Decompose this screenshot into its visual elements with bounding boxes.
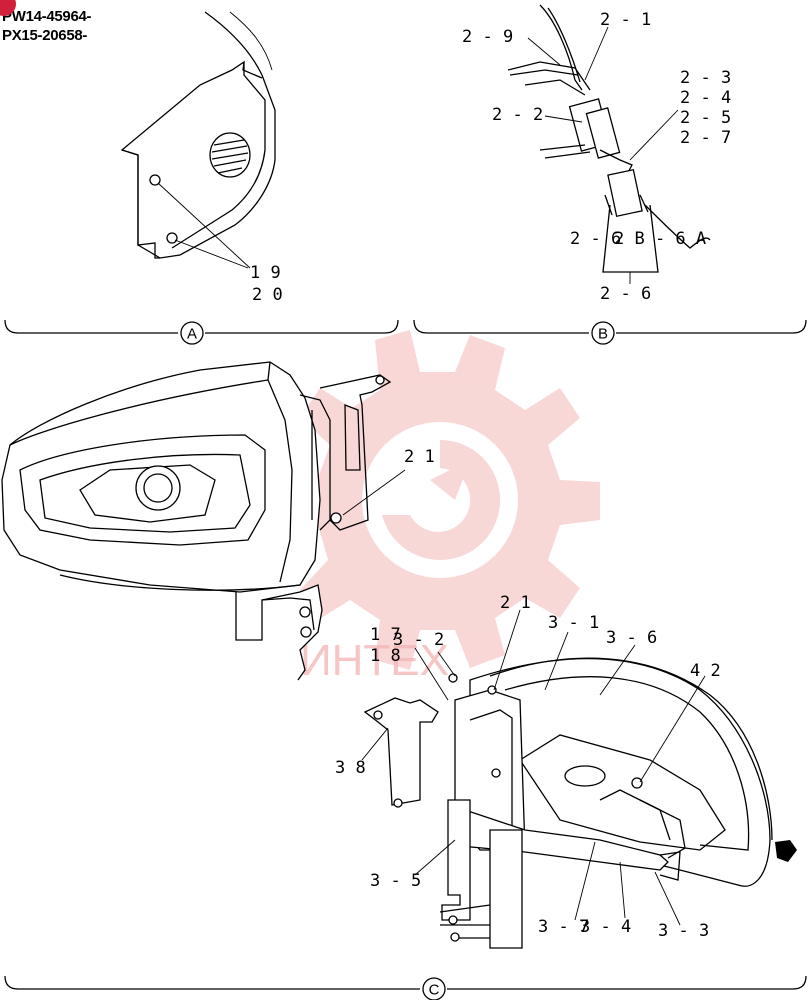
label-3-6: 3 - 6	[606, 628, 657, 648]
bolt-icon	[166, 232, 178, 244]
section-c-bracket	[4, 975, 807, 990]
vent-grille-icon	[209, 132, 251, 178]
bolt-icon	[330, 512, 342, 524]
bolt-icon	[299, 606, 311, 618]
direction-arrow-icon	[775, 840, 797, 862]
watermark-gear-icon	[280, 330, 600, 670]
label-2-6-left: 2 - 6	[570, 229, 621, 249]
label-2-2: 2 - 2	[492, 105, 543, 125]
watermark-text: ИНТЕХ	[300, 636, 449, 685]
bolt-icon	[300, 626, 312, 638]
label-3-2: 3 - 2	[393, 630, 444, 650]
mirror-assembly-rear	[1, 361, 406, 681]
label-38: 3 8	[335, 758, 366, 778]
serial-range-2: PX15-20658-	[2, 27, 88, 44]
label-3-3: 3 - 3	[658, 921, 709, 941]
mirror-motor-icon	[135, 465, 181, 511]
bolt-icon	[631, 777, 643, 789]
label-2b-6a: 2 B - 6 A	[614, 229, 706, 249]
bolt-icon	[448, 673, 458, 683]
label-18: 1 8	[370, 646, 401, 666]
section-b-marker-circle	[591, 321, 615, 345]
label-21-upper: 2 1	[404, 447, 435, 467]
section-b-bracket	[413, 319, 807, 334]
label-42: 4 2	[690, 661, 721, 681]
label-2-9: 2 - 9	[462, 27, 513, 47]
detail-a-cover	[120, 11, 276, 269]
label-21-lower: 2 1	[500, 593, 531, 613]
label-19: 1 9	[250, 263, 281, 283]
section-c-marker-circle	[422, 977, 446, 1000]
section-a-marker-circle	[180, 321, 204, 345]
label-3-1: 3 - 1	[548, 613, 599, 633]
label-2-7: 2 - 7	[680, 128, 731, 148]
bolt-icon	[393, 798, 403, 808]
label-2-1: 2 - 1	[600, 10, 651, 30]
bolt-icon	[487, 685, 497, 695]
label-17: 1 7	[370, 625, 401, 645]
label-2-6: 2 - 6	[600, 284, 651, 304]
label-20: 2 0	[252, 285, 283, 305]
label-3-7: 3 - 7	[538, 917, 589, 937]
label-3-4: 3 - 4	[580, 917, 631, 937]
serial-range-1: PW14-45964-	[2, 8, 92, 25]
label-2-5: 2 - 5	[680, 108, 731, 128]
label-2-3: 2 - 3	[680, 68, 731, 88]
mirror-pivot-icon	[564, 765, 606, 787]
detail-b-harness	[507, 4, 711, 284]
label-2-4: 2 - 4	[680, 88, 731, 108]
section-a-marker: A	[187, 326, 197, 343]
mirror-assembly-front	[361, 609, 797, 949]
section-b-marker: B	[598, 326, 608, 343]
section-c-marker: C	[429, 982, 440, 999]
label-3-5: 3 - 5	[370, 871, 421, 891]
section-a-bracket	[4, 319, 399, 334]
corner-badge-icon	[0, 0, 16, 16]
bolt-icon	[149, 174, 161, 186]
